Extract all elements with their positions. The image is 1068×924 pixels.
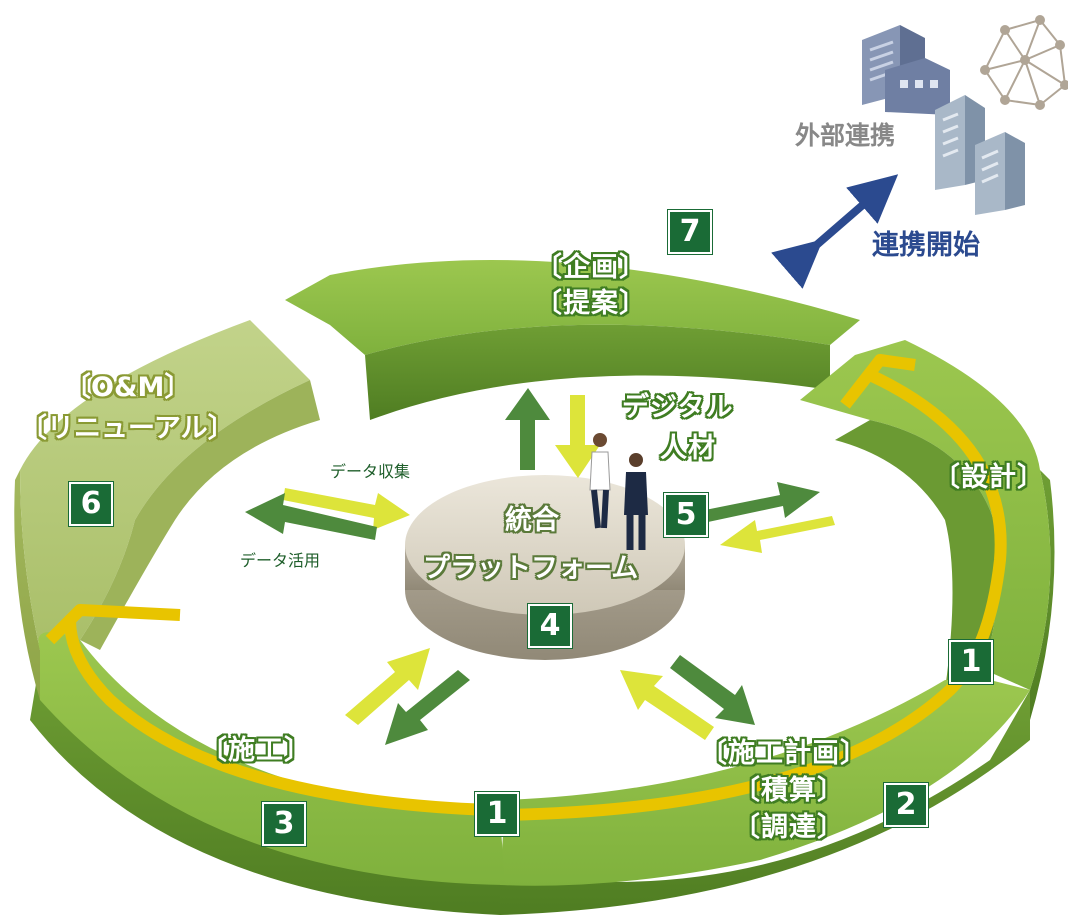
phase-construction-label: 〔施工〕 <box>200 735 312 766</box>
arrow-data-collect <box>283 488 410 530</box>
data-collect-label: データ収集 <box>330 462 411 481</box>
arrow-from-planning <box>555 395 600 478</box>
building-icon <box>862 25 950 115</box>
badge-1-right: 1 <box>949 640 993 684</box>
cooperation-start-label: 連携開始 <box>872 230 980 261</box>
ring-segment-top <box>285 260 860 355</box>
digital-talent-line1: デジタル <box>622 392 734 423</box>
arrow-to-design <box>705 482 820 522</box>
badge-3: 3 <box>262 802 306 846</box>
external-link-arrow <box>771 174 899 289</box>
arrow-from-construction-plan <box>620 670 714 740</box>
ring-segment-right <box>800 340 1051 690</box>
ring-segment-top-side <box>365 324 830 420</box>
network-icon <box>980 15 1068 110</box>
yellow-track-left <box>64 614 496 816</box>
external-cooperation-label: 外部連携 <box>795 121 896 150</box>
phase-procurement-label: 〔調達〕 <box>733 812 845 843</box>
badge-6: 6 <box>69 482 113 526</box>
platform-title-line1: 統合 <box>505 505 559 536</box>
ring-segment-right-inner <box>835 420 999 690</box>
ring-segment-left-side <box>14 470 40 700</box>
badge-1-bottom: 1 <box>475 792 519 836</box>
arrow-from-construction <box>345 648 430 725</box>
ring-segment-bottom-left <box>38 632 505 885</box>
ring-segment-left <box>20 320 310 650</box>
phase-planning-label: 〔企画〕 <box>535 252 647 283</box>
yellow-track-left-head <box>45 604 181 645</box>
ring-segment-left-inner <box>80 380 320 650</box>
ring-segment-bottom-left-side <box>30 660 500 915</box>
phase-renewal-label: 〔リニューアル〕 <box>20 413 235 444</box>
office-building-icon <box>935 95 1025 215</box>
phase-proposal-label: 〔提案〕 <box>535 288 647 319</box>
arrow-from-design <box>720 516 835 553</box>
badge-4: 4 <box>528 604 572 648</box>
badge-7: 7 <box>668 210 712 254</box>
arrow-data-use <box>245 493 377 540</box>
businesspeople-icon <box>589 433 648 550</box>
phase-estimate-label: 〔積算〕 <box>733 775 845 806</box>
badge-5: 5 <box>664 493 708 537</box>
digital-talent-line2: 人材 <box>660 433 716 464</box>
arrow-to-construction-plan <box>670 655 755 725</box>
phase-construction-plan-label: 〔施工計画〕 <box>700 738 868 769</box>
platform-top <box>405 475 685 615</box>
arrow-to-construction <box>385 670 470 745</box>
data-use-label: データ活用 <box>240 551 321 570</box>
phase-design-label: 〔設計〕 <box>933 462 1045 493</box>
arrow-to-planning <box>505 388 550 470</box>
badge-2: 2 <box>884 783 928 827</box>
ring-segment-right-side <box>1030 470 1055 720</box>
yellow-track-right-head <box>840 354 916 409</box>
phase-om-label: 〔O&M〕 <box>64 372 192 403</box>
platform-title-line2: プラットフォーム <box>423 553 639 584</box>
